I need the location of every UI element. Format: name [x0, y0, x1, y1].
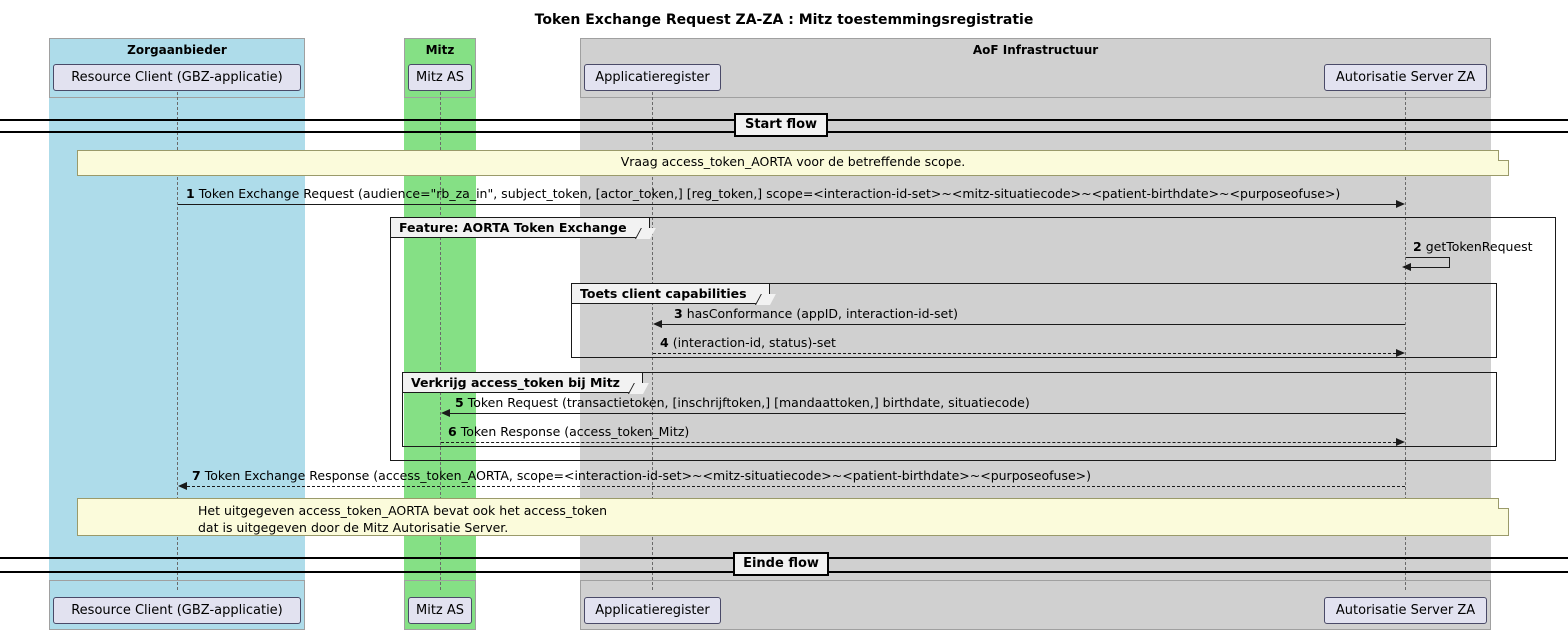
message-2-number: 2: [1413, 239, 1422, 254]
message-6-number: 6: [448, 424, 457, 439]
message-5-number: 5: [455, 395, 464, 410]
divider-label-start: Start flow: [734, 113, 828, 137]
group-label-aof: AoF Infrastructuur: [972, 43, 1099, 57]
participant-autorisatie-server-top[interactable]: Autorisatie Server ZA: [1324, 64, 1487, 91]
frame-label-verkrijg: Verkrijg access_token bij Mitz: [402, 372, 643, 393]
participant-resource-client-top[interactable]: Resource Client (GBZ-applicatie): [53, 64, 301, 91]
message-4-number: 4: [660, 335, 669, 350]
frame-verkrijg: [402, 372, 1497, 447]
message-2-self-loop: [1406, 257, 1450, 268]
message-6-line: [441, 442, 1396, 443]
lifeline-autorisatie-server: [1405, 92, 1407, 590]
message-2-arrowhead: [1402, 263, 1411, 271]
frame-capabilities: [571, 283, 1497, 358]
lifeline-resource-client: [177, 92, 179, 590]
message-1-text: Token Exchange Request (audience="rb_za_…: [198, 186, 1341, 201]
message-1-number: 1: [186, 186, 195, 201]
message-4-line: [653, 353, 1396, 354]
message-6-label: 6 Token Response (access_token_Mitz): [448, 424, 689, 439]
lifeline-mitz-as: [440, 92, 442, 590]
message-6-text: Token Response (access_token_Mitz): [460, 424, 690, 439]
message-1-line: [178, 204, 1396, 205]
note-fold-corner: [1498, 150, 1509, 161]
participant-mitz-as-top[interactable]: Mitz AS: [408, 64, 472, 91]
participant-applicatieregister-top[interactable]: Applicatieregister: [584, 64, 721, 91]
frame-feature: [390, 217, 1556, 461]
note-top: Vraag access_token_AORTA voor de betreff…: [77, 150, 1509, 176]
frame-label-capabilities: Toets client capabilities: [571, 283, 770, 304]
message-7-text: Token Exchange Response (access_token_AO…: [204, 468, 1092, 483]
message-5-text: Token Request (transactietoken, [inschri…: [467, 395, 1030, 410]
message-1-arrowhead: [1396, 200, 1405, 208]
message-4-arrowhead: [1396, 349, 1405, 357]
participant-mitz-as-bottom[interactable]: Mitz AS: [408, 597, 472, 624]
message-4-text: (interaction-id, status)-set: [672, 335, 836, 350]
message-3-line: [662, 324, 1405, 325]
message-7-line: [187, 486, 1405, 487]
page-title: Token Exchange Request ZA-ZA : Mitz toes…: [534, 12, 1034, 28]
note-top-text: Vraag access_token_AORTA voor de betreff…: [620, 154, 966, 169]
message-4-label: 4 (interaction-id, status)-set: [660, 335, 836, 350]
message-3-number: 3: [674, 306, 683, 321]
note-bottom-line-1: Het uitgegeven access_token_AORTA bevat …: [198, 503, 608, 518]
participant-resource-client-bottom[interactable]: Resource Client (GBZ-applicatie): [53, 597, 301, 624]
note-bottom: Het uitgegeven access_token_AORTA bevat …: [77, 498, 1509, 536]
message-3-text: hasConformance (appID, interaction-id-se…: [686, 306, 959, 321]
note-bottom-line-2: dat is uitgegeven door de Mitz Autorisat…: [198, 520, 509, 535]
participant-applicatieregister-bottom[interactable]: Applicatieregister: [584, 597, 721, 624]
participant-autorisatie-server-bottom[interactable]: Autorisatie Server ZA: [1324, 597, 1487, 624]
message-7-arrowhead: [178, 482, 187, 490]
divider-label-einde: Einde flow: [733, 552, 829, 576]
group-label-zorgaanbieder: Zorgaanbieder: [127, 43, 227, 57]
message-3-label: 3 hasConformance (appID, interaction-id-…: [674, 306, 958, 321]
note-bottom-fold-corner: [1498, 498, 1509, 509]
message-7-number: 7: [192, 468, 201, 483]
message-5-label: 5 Token Request (transactietoken, [insch…: [455, 395, 1030, 410]
message-2-text: getTokenRequest: [1425, 239, 1533, 254]
frame-label-feature: Feature: AORTA Token Exchange: [390, 217, 650, 238]
group-label-mitz: Mitz: [425, 43, 455, 57]
message-7-label: 7 Token Exchange Response (access_token_…: [192, 468, 1091, 483]
lifeline-applicatieregister: [652, 92, 654, 590]
message-5-line: [450, 413, 1405, 414]
message-6-arrowhead: [1396, 438, 1405, 446]
message-2-label: 2 getTokenRequest: [1413, 239, 1533, 254]
message-1-label: 1 Token Exchange Request (audience="rb_z…: [186, 186, 1340, 201]
message-3-arrowhead: [653, 320, 662, 328]
message-5-arrowhead: [441, 409, 450, 417]
